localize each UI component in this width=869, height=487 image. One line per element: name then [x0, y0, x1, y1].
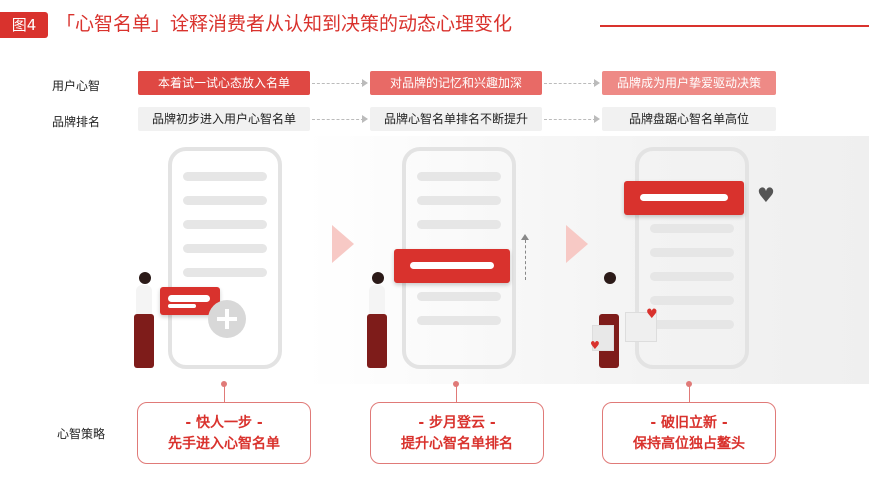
- strategy-box-2: - 步月登云 - 提升心智名单排名: [370, 402, 544, 464]
- arrow-right-icon: [362, 79, 368, 87]
- brand-rank-stage-1: 品牌初步进入用户心智名单: [138, 107, 310, 131]
- person-body: [136, 285, 152, 315]
- arrow-right-icon: [332, 225, 354, 263]
- strategy-title: - 破旧立新 -: [650, 415, 728, 431]
- arrow-right-icon: [594, 79, 600, 87]
- pin-dot: [221, 381, 227, 387]
- row-label-brand-rank: 品牌排名: [52, 115, 101, 129]
- brand-rank-stage-2: 品牌心智名单排名不断提升: [370, 107, 542, 131]
- connector-dash: [312, 119, 364, 120]
- person-body: [369, 285, 385, 315]
- arrow-up-icon: [521, 234, 529, 240]
- connector-dash: [544, 83, 596, 84]
- list-bar: [183, 220, 267, 229]
- strategy-desc: 提升心智名单排名: [401, 436, 513, 452]
- person-icon: [372, 272, 384, 284]
- person-body: [601, 285, 617, 315]
- pin-line: [456, 386, 457, 402]
- phone-stage-1: [168, 147, 282, 369]
- list-bar: [650, 320, 734, 329]
- strategy-box-1: - 快人一步 - 先手进入心智名单: [137, 402, 311, 464]
- pin-line: [224, 386, 225, 402]
- list-bar: [183, 196, 267, 205]
- user-mind-stage-2: 对品牌的记忆和兴趣加深: [370, 71, 542, 95]
- person-icon: [139, 272, 151, 284]
- brand-card: [624, 181, 744, 215]
- list-bar: [417, 196, 501, 205]
- figure-badge: 图4: [0, 12, 48, 38]
- list-bar: [417, 220, 501, 229]
- person-icon: [604, 272, 616, 284]
- pin-dot: [686, 381, 692, 387]
- brand-rank-stage-3: 品牌盘踞心智名单高位: [602, 107, 776, 131]
- phone-stage-3: [635, 147, 749, 369]
- page-title: 「心智名单」诠释消费者从认知到决策的动态心理变化: [56, 13, 513, 35]
- arrow-right-icon: [362, 115, 368, 123]
- shopping-bag-icon: [625, 312, 657, 342]
- strategy-desc: 保持高位独占鳌头: [633, 436, 745, 452]
- plus-icon: [208, 300, 246, 338]
- list-bar: [183, 244, 267, 253]
- person-legs: [134, 314, 154, 368]
- user-mind-stage-3: 品牌成为用户挚爱驱动决策: [602, 71, 776, 95]
- connector-dash: [312, 83, 364, 84]
- list-bar: [650, 248, 734, 257]
- pin-line: [689, 386, 690, 402]
- user-mind-stage-1: 本着试一试心态放入名单: [138, 71, 310, 95]
- strategy-title: - 步月登云 -: [418, 415, 496, 431]
- list-bar: [650, 296, 734, 305]
- brand-card: [160, 287, 220, 315]
- heart-icon: ♥: [646, 307, 658, 322]
- pin-dot: [453, 381, 459, 387]
- row-label-strategy: 心智策略: [57, 427, 106, 441]
- list-bar: [650, 224, 734, 233]
- brand-card: [394, 249, 510, 283]
- row-label-user-mind: 用户心智: [52, 79, 101, 93]
- rise-dash: [525, 240, 526, 280]
- strategy-box-3: - 破旧立新 - 保持高位独占鳌头: [602, 402, 776, 464]
- person-legs: [367, 314, 387, 368]
- strategy-title: - 快人一步 -: [185, 415, 263, 431]
- list-bar: [417, 316, 501, 325]
- strategy-desc: 先手进入心智名单: [168, 436, 280, 452]
- list-bar: [183, 268, 267, 277]
- list-bar: [183, 172, 267, 181]
- connector-dash: [544, 119, 596, 120]
- heart-icon: ♥: [590, 339, 600, 352]
- list-bar: [417, 172, 501, 181]
- list-bar: [417, 292, 501, 301]
- arrow-right-icon: [566, 225, 588, 263]
- heart-icon: ♥: [757, 183, 775, 207]
- list-bar: [650, 272, 734, 281]
- arrow-right-icon: [594, 115, 600, 123]
- title-underline: [600, 25, 869, 27]
- shopping-bag-icon: [592, 325, 614, 351]
